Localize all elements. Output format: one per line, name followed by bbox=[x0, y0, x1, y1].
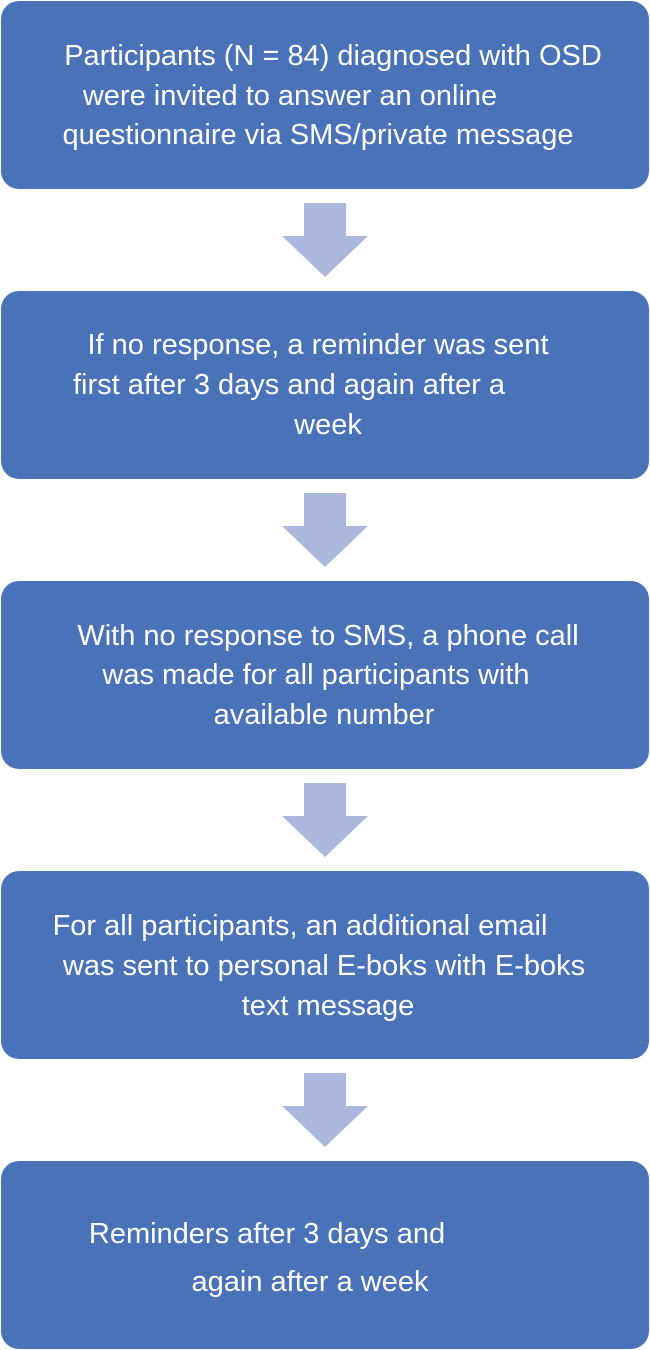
flow-step-3-line-2: was made for all participants with bbox=[102, 659, 530, 691]
flow-step-5-line-1: Reminders after 3 days and bbox=[88, 1218, 446, 1250]
flow-step-3-box: With no response to SMS, a phone call wa… bbox=[1, 581, 649, 769]
down-arrow-icon bbox=[282, 1073, 368, 1147]
down-arrow-icon bbox=[282, 493, 368, 567]
flow-step-4-line-2: was sent to personal E-boks with E-boks bbox=[62, 950, 586, 982]
flow-step-3-line-1: With no response to SMS, a phone call bbox=[77, 620, 579, 652]
flow-step-2-line-3: week bbox=[294, 409, 362, 441]
down-arrow-icon bbox=[282, 203, 368, 277]
flow-step-3-line-3: available number bbox=[213, 699, 435, 731]
flow-step-1-box: Participants (N = 84) diagnosed with OSD… bbox=[1, 1, 649, 189]
flow-step-1-line-1: Participants (N = 84) diagnosed with OSD bbox=[64, 40, 602, 72]
flow-step-1-line-2: were invited to answer an online bbox=[82, 80, 498, 112]
flow-step-4-line-3: text message bbox=[241, 990, 415, 1022]
flow-step-2-line-2: first after 3 days and again after a bbox=[72, 369, 506, 401]
flow-step-4-box: For all participants, an additional emai… bbox=[1, 871, 649, 1059]
flow-step-2-line-1: If no response, a reminder was sent bbox=[87, 329, 549, 361]
down-arrow-icon bbox=[282, 783, 368, 857]
flow-step-5-line-2: again after a week bbox=[191, 1266, 429, 1298]
flow-step-5-box: Reminders after 3 days and again after a… bbox=[1, 1161, 649, 1349]
flow-step-4-line-1: For all participants, an additional emai… bbox=[52, 910, 548, 942]
flow-step-1-line-3: questionnaire via SMS/private message bbox=[62, 119, 574, 151]
flow-step-2-box: If no response, a reminder was sent firs… bbox=[1, 291, 649, 479]
